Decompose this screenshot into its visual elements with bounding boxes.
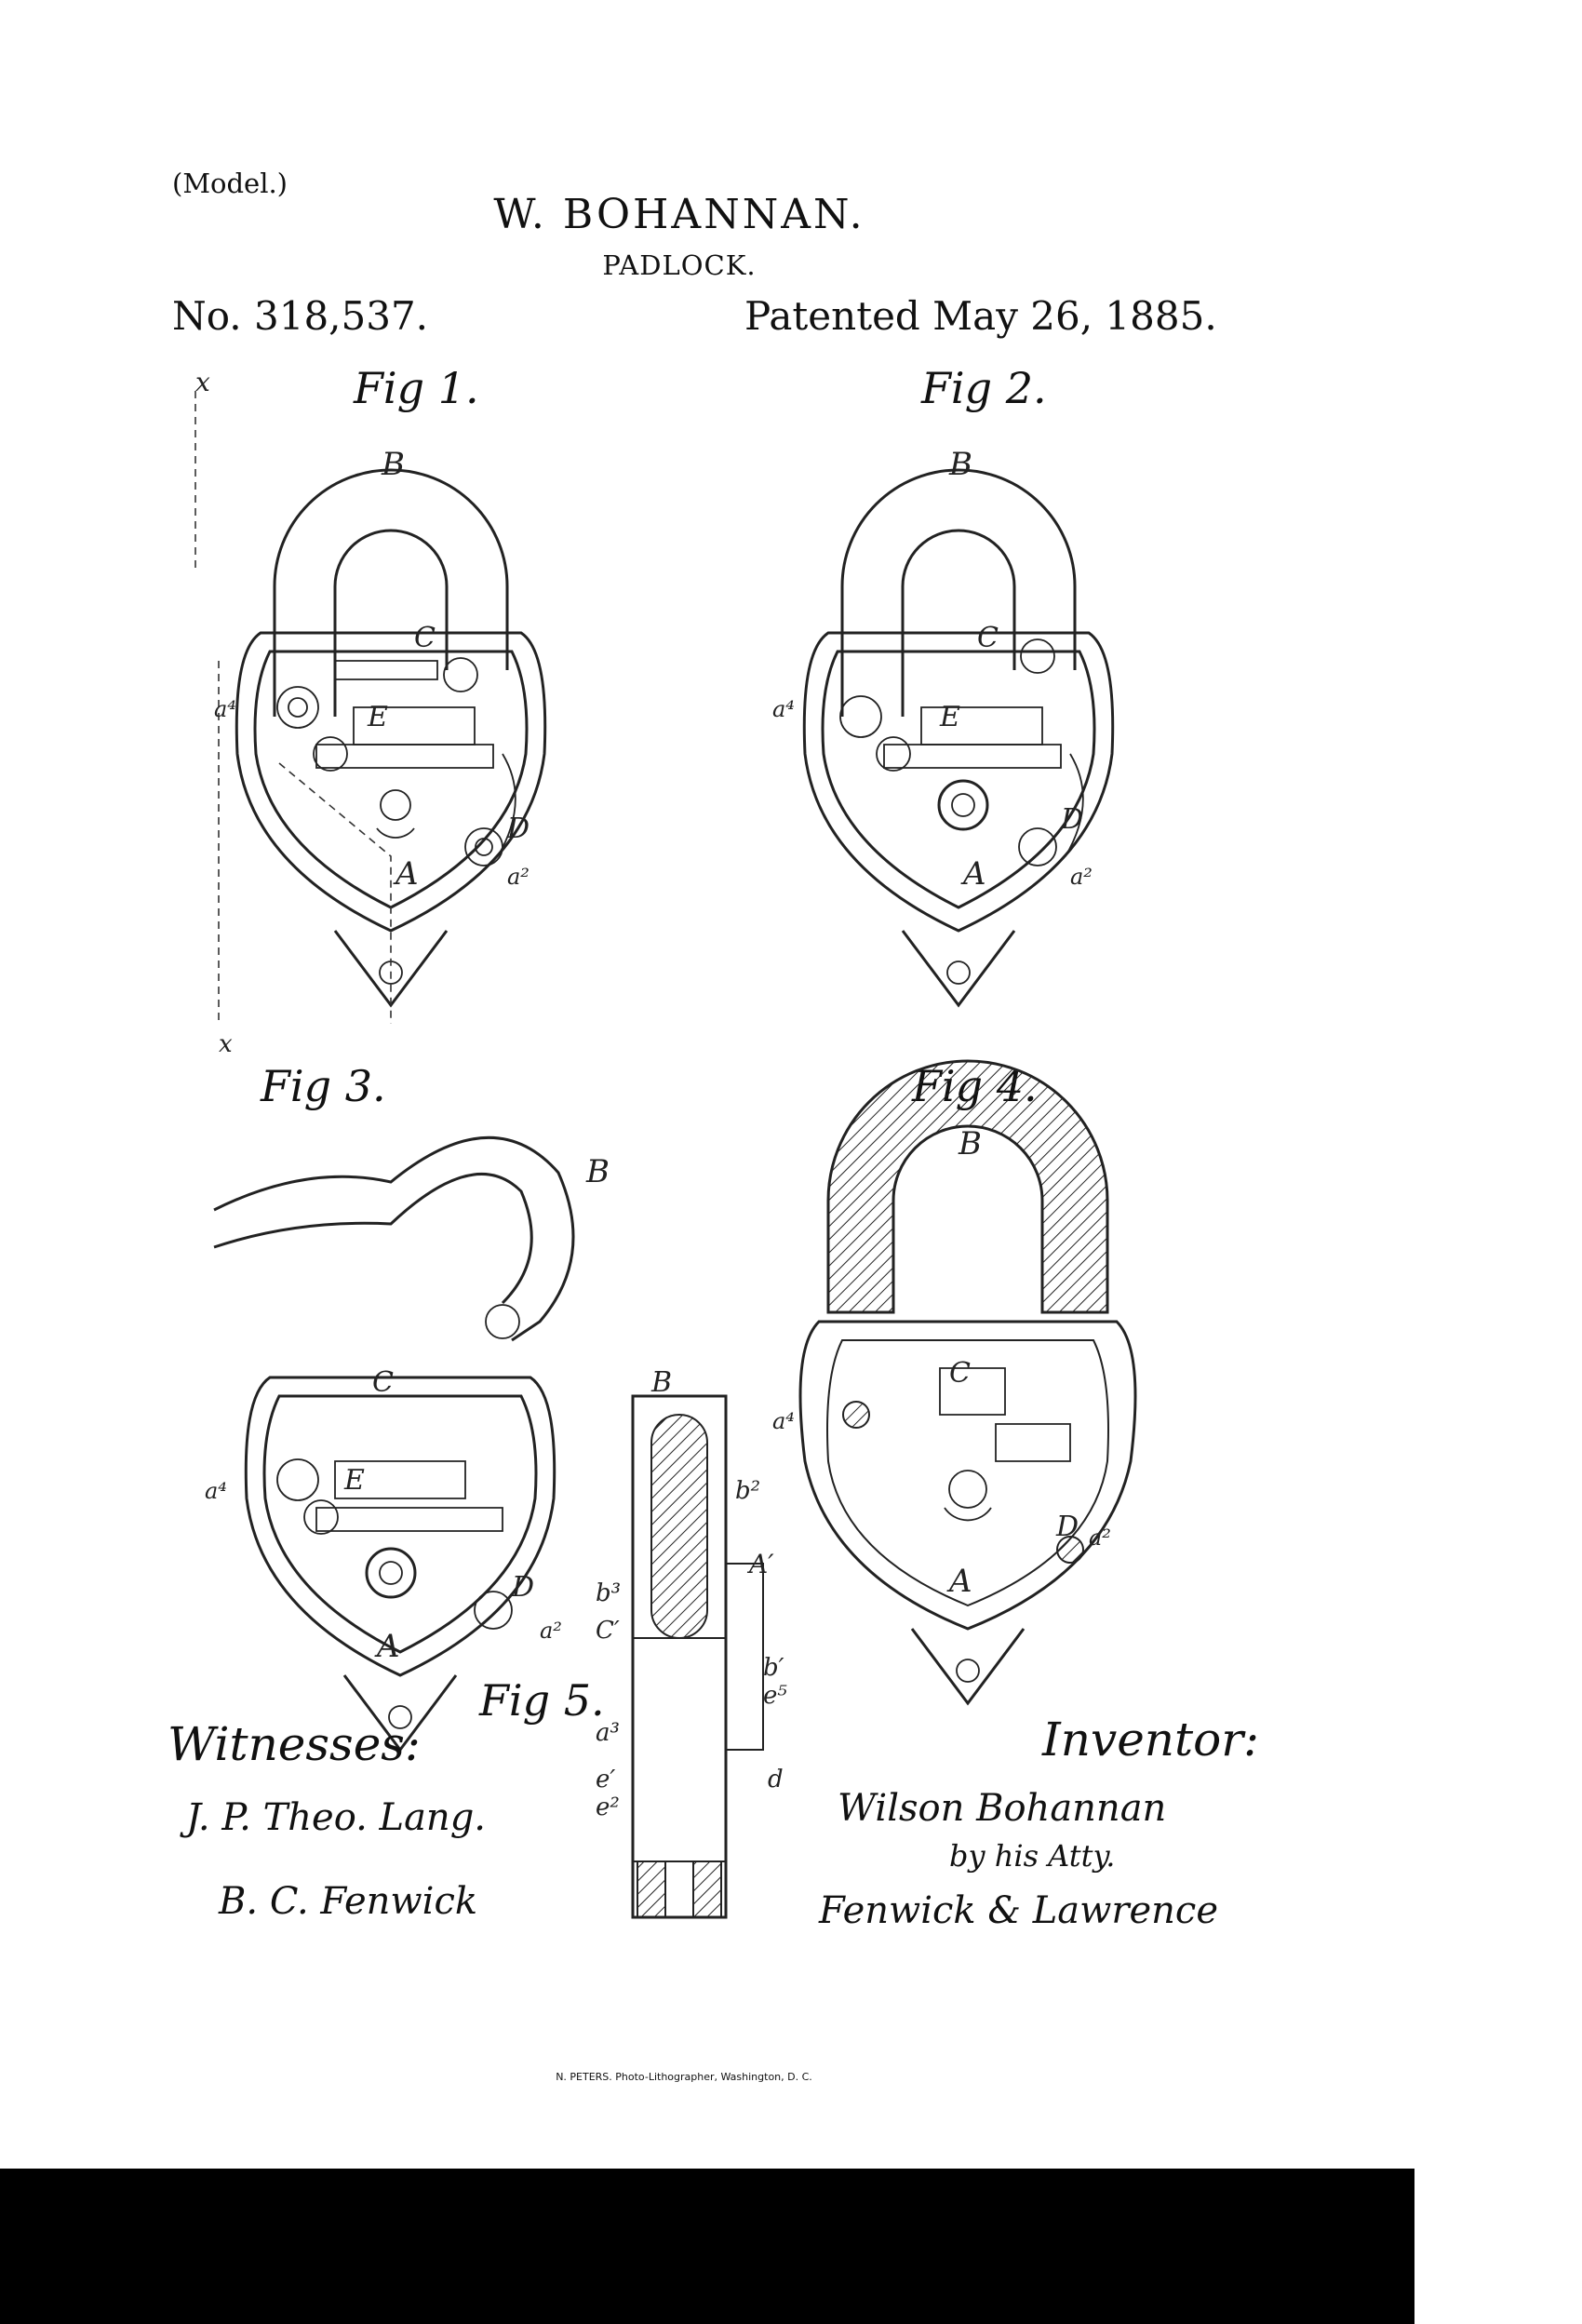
fig2-drawing: B A E C D a⁴ a² [772, 446, 1115, 1008]
svg-text:B: B [948, 446, 972, 483]
svg-text:e⁵: e⁵ [763, 1682, 787, 1710]
model-label: (Model.) [172, 168, 288, 199]
svg-text:C: C [949, 1357, 971, 1390]
witness-signature-1: J. P. Theo. Lang. [186, 1796, 487, 1839]
fig2-label: Fig 2. [921, 363, 1047, 413]
svg-text:d: d [768, 1766, 784, 1793]
svg-text:a⁴: a⁴ [772, 696, 795, 722]
svg-text:B: B [650, 1366, 672, 1399]
svg-text:E: E [939, 701, 960, 733]
witnesses-label: Witnesses: [168, 1717, 421, 1771]
patent-number: No. 318,537. [172, 293, 429, 339]
svg-text:x: x [219, 1030, 233, 1058]
inventor-label: Inventor: [1042, 1713, 1259, 1767]
svg-text:b′: b′ [763, 1654, 784, 1682]
svg-text:a³: a³ [596, 1719, 620, 1747]
document-title: PADLOCK. [602, 249, 757, 281]
printer-credit: N. PETERS. Photo-Lithographer, Washingto… [556, 2071, 812, 2083]
svg-text:e′: e′ [596, 1766, 615, 1793]
svg-text:a⁴: a⁴ [772, 1408, 795, 1434]
svg-text:a²: a² [540, 1618, 562, 1644]
svg-text:x: x [195, 367, 210, 397]
svg-text:D: D [1055, 1511, 1079, 1543]
fig4-drawing: B A C D a⁴ a² [772, 1059, 1137, 1706]
svg-text:e²: e² [596, 1793, 620, 1821]
inventor-name: W. BOHANNAN. [493, 191, 865, 238]
svg-text:B: B [381, 446, 405, 483]
svg-text:A: A [946, 1563, 972, 1600]
svg-text:a²: a² [1070, 864, 1093, 890]
svg-text:C: C [372, 1366, 394, 1399]
svg-text:D: D [1060, 803, 1083, 836]
svg-text:A′: A′ [746, 1549, 774, 1579]
svg-text:b²: b² [735, 1477, 760, 1505]
svg-text:A: A [960, 855, 986, 893]
fig1-label: Fig 1. [354, 363, 479, 413]
svg-text:A: A [374, 1628, 400, 1665]
fig5-label: Fig 5. [479, 1675, 605, 1726]
svg-text:C′: C′ [596, 1617, 620, 1645]
svg-text:C: C [977, 622, 999, 654]
witness-signature-2: B. C. Fenwick [219, 1880, 478, 1923]
svg-text:a²: a² [1089, 1525, 1111, 1551]
fig5-drawing: B b² A′ b³ C′ a³ b′ e⁵ d e′ e² [596, 1366, 787, 1919]
fig3-drawing: B A E C D a⁴ a² [205, 1136, 610, 1753]
patent-date: Patented May 26, 1885. [744, 293, 1217, 339]
inventor-signature: Wilson Bohannan [838, 1787, 1167, 1830]
svg-text:D: D [506, 813, 530, 845]
attorney-note: by his Atty. [949, 1838, 1116, 1874]
fig1-drawing: x B A E C D a⁴ a² x [194, 367, 547, 1058]
svg-text:b³: b³ [596, 1579, 621, 1607]
svg-text:a²: a² [507, 864, 530, 890]
fig3-label: Fig 3. [261, 1061, 386, 1111]
svg-text:C: C [414, 622, 436, 654]
svg-text:a⁴: a⁴ [205, 1478, 227, 1504]
attorney-signature: Fenwick & Lawrence [819, 1889, 1218, 1932]
scan-border [0, 2169, 1414, 2324]
svg-text:A: A [393, 855, 419, 893]
svg-text:E: E [367, 701, 388, 733]
svg-text:D: D [511, 1571, 534, 1604]
svg-text:B: B [585, 1153, 610, 1190]
svg-text:a⁴: a⁴ [214, 696, 236, 722]
svg-text:B: B [958, 1125, 982, 1162]
svg-text:E: E [343, 1464, 365, 1497]
